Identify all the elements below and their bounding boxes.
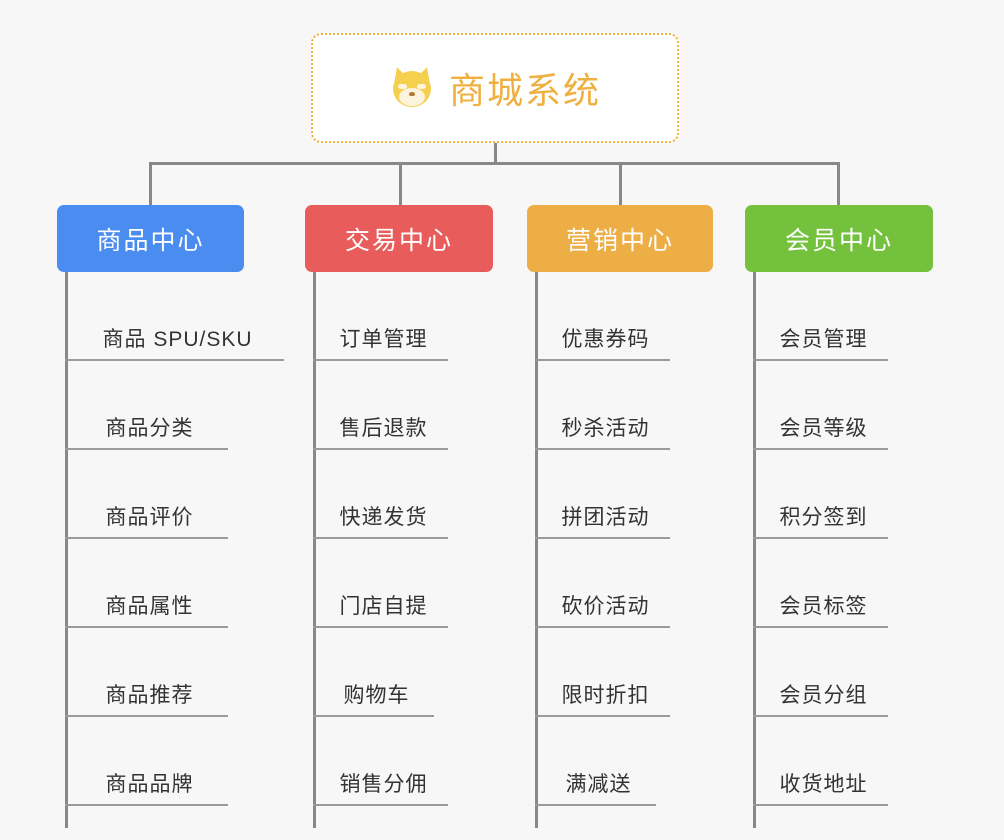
connector-drop-2 bbox=[399, 162, 402, 207]
leaf-label: 商品分类 bbox=[105, 417, 194, 440]
leaf-item[interactable]: 快递发货 bbox=[313, 450, 448, 539]
leaf-item[interactable]: 商品 SPU/SKU bbox=[65, 272, 284, 361]
shiba-dog-face-icon bbox=[389, 65, 435, 111]
category-box-product-center[interactable]: 商品中心 bbox=[57, 205, 244, 272]
leaf-label: 商品评价 bbox=[105, 506, 194, 529]
connector-horizontal-bus bbox=[150, 162, 840, 165]
category-box-trade-center[interactable]: 交易中心 bbox=[305, 205, 493, 272]
leaf-label: 积分签到 bbox=[779, 506, 868, 529]
leaf-item[interactable]: 商品属性 bbox=[65, 539, 228, 628]
leaf-label: 会员标签 bbox=[779, 595, 868, 618]
leaf-label: 会员分组 bbox=[779, 684, 868, 707]
leaf-item[interactable]: 积分签到 bbox=[753, 450, 888, 539]
category-column-product-center: 商品中心商品 SPU/SKU 商品分类商品评价商品属性商品推荐商品品牌 bbox=[57, 205, 284, 828]
leaf-label: 砍价活动 bbox=[561, 595, 650, 618]
connector-drop-4 bbox=[837, 162, 840, 207]
leaf-label: 收货地址 bbox=[779, 773, 868, 796]
leaf-item[interactable]: 订单管理 bbox=[313, 272, 448, 361]
leaf-item[interactable]: 砍价活动 bbox=[535, 539, 670, 628]
leaf-item[interactable]: 拼团活动 bbox=[535, 450, 670, 539]
leaf-item[interactable]: 购物车 bbox=[313, 628, 434, 717]
leaf-label: 秒杀活动 bbox=[561, 417, 650, 440]
leaf-label: 商品属性 bbox=[105, 595, 194, 618]
leaf-label: 售后退款 bbox=[339, 417, 428, 440]
root-title: 商城系统 bbox=[448, 70, 601, 111]
category-column-member-center: 会员中心会员管理会员等级积分签到会员标签会员分组收货地址 bbox=[745, 205, 933, 828]
leaf-label: 限时折扣 bbox=[561, 684, 650, 707]
root-node[interactable]: 商城系统 bbox=[311, 33, 679, 143]
category-box-marketing-center[interactable]: 营销中心 bbox=[527, 205, 713, 272]
leaf-item[interactable]: 售后退款 bbox=[313, 361, 448, 450]
leaf-label: 快递发货 bbox=[339, 506, 428, 529]
column-spine bbox=[65, 272, 68, 828]
leaf-item[interactable]: 商品评价 bbox=[65, 450, 228, 539]
category-column-marketing-center: 营销中心优惠券码秒杀活动拼团活动砍价活动限时折扣满减送 bbox=[527, 205, 713, 828]
leaf-label: 商品品牌 bbox=[105, 773, 194, 796]
category-label: 营销中心 bbox=[565, 226, 674, 255]
category-label: 交易中心 bbox=[344, 226, 453, 255]
category-label: 会员中心 bbox=[784, 226, 893, 255]
leaf-item[interactable]: 商品品牌 bbox=[65, 717, 228, 806]
leaf-label: 门店自提 bbox=[339, 595, 428, 618]
column-spine bbox=[753, 272, 756, 828]
leaf-item[interactable]: 收货地址 bbox=[753, 717, 888, 806]
leaf-item[interactable]: 会员分组 bbox=[753, 628, 888, 717]
leaf-label: 购物车 bbox=[343, 684, 410, 707]
column-spine bbox=[535, 272, 538, 828]
leaf-label: 商品推荐 bbox=[105, 684, 194, 707]
leaf-label: 销售分佣 bbox=[339, 773, 428, 796]
leaf-item[interactable]: 限时折扣 bbox=[535, 628, 670, 717]
category-column-trade-center: 交易中心订单管理售后退款快递发货门店自提购物车销售分佣 bbox=[305, 205, 493, 828]
leaf-label: 会员等级 bbox=[779, 417, 868, 440]
connector-root-stem bbox=[494, 143, 497, 164]
category-box-member-center[interactable]: 会员中心 bbox=[745, 205, 933, 272]
leaf-item[interactable]: 商品推荐 bbox=[65, 628, 228, 717]
leaf-label: 拼团活动 bbox=[561, 506, 650, 529]
leaf-item[interactable]: 秒杀活动 bbox=[535, 361, 670, 450]
leaf-item[interactable]: 商品分类 bbox=[65, 361, 228, 450]
leaf-item[interactable]: 会员标签 bbox=[753, 539, 888, 628]
leaf-item[interactable]: 销售分佣 bbox=[313, 717, 448, 806]
leaf-item[interactable]: 会员管理 bbox=[753, 272, 888, 361]
leaf-item[interactable]: 优惠券码 bbox=[535, 272, 670, 361]
leaf-label: 订单管理 bbox=[339, 328, 428, 351]
leaf-label: 优惠券码 bbox=[561, 328, 650, 351]
leaf-item[interactable]: 会员等级 bbox=[753, 361, 888, 450]
leaf-label: 满减送 bbox=[565, 773, 632, 796]
leaf-label: 会员管理 bbox=[779, 328, 868, 351]
category-label: 商品中心 bbox=[96, 226, 205, 255]
leaf-label: 商品 SPU/SKU bbox=[102, 328, 253, 351]
leaf-item[interactable]: 满减送 bbox=[535, 717, 656, 806]
connector-drop-3 bbox=[619, 162, 622, 207]
leaf-item[interactable]: 门店自提 bbox=[313, 539, 448, 628]
column-spine bbox=[313, 272, 316, 828]
connector-drop-1 bbox=[149, 162, 152, 207]
